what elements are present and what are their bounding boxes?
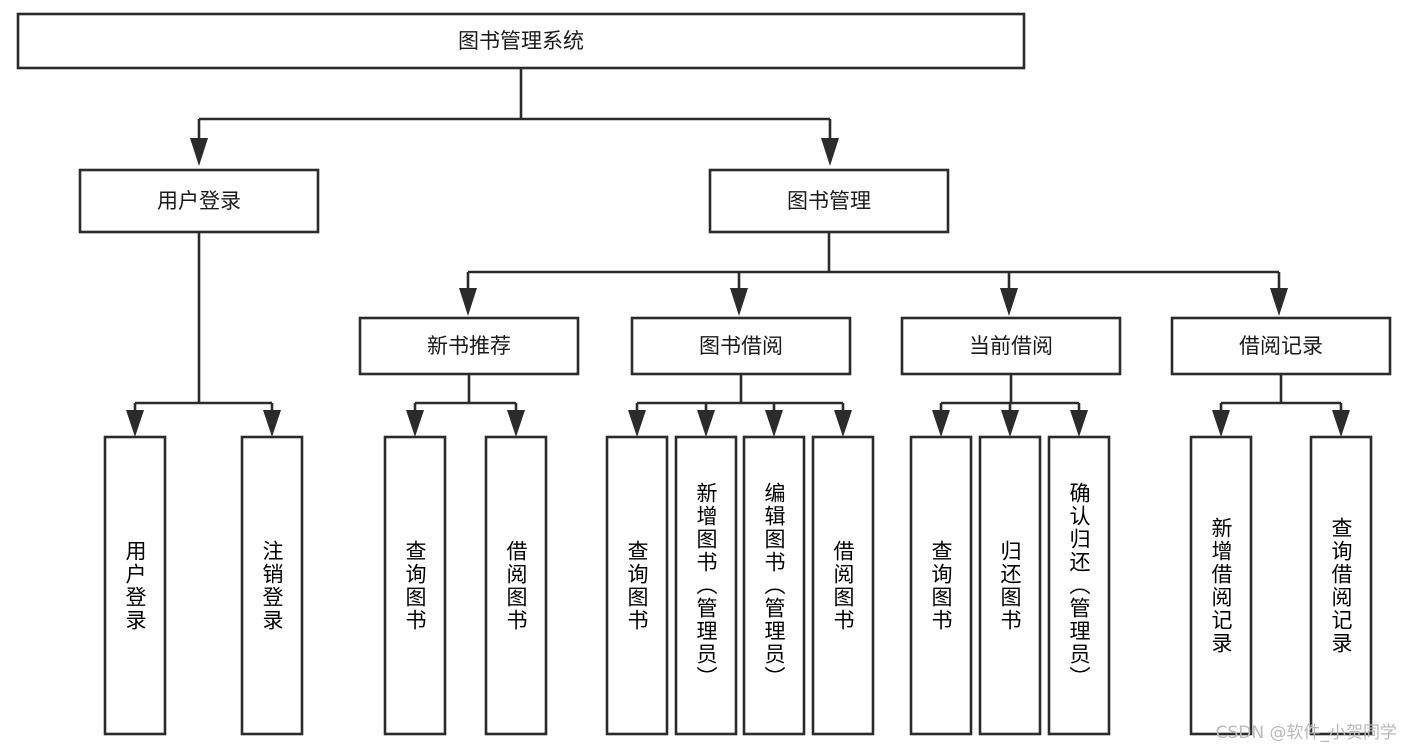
arrow-head-icon: [1070, 410, 1088, 437]
arrow-head-icon: [459, 288, 477, 316]
arrow-head-icon: [697, 410, 715, 437]
node-box-leaf-user-login[interactable]: [103, 435, 167, 736]
leaf-logout-login[interactable]: 注销登录: [240, 435, 304, 736]
node-box-new-book-recommend[interactable]: [358, 316, 580, 376]
leaf-text-wrap: 新增图书（管理员）: [694, 482, 718, 689]
leaf-query-book-1[interactable]: 查询图书: [383, 435, 447, 736]
node-label-book-management: 图书管理: [787, 189, 871, 213]
arrow-head-icon: [821, 138, 839, 166]
leaf-text-wrap: 查询借阅记录: [1329, 516, 1353, 655]
leaf-text-wrap: 借阅图书: [504, 539, 528, 632]
leaf-borrow-book-1[interactable]: 借阅图书: [484, 435, 548, 736]
node-box-leaf-confirm-return[interactable]: [1047, 435, 1111, 736]
arrow-head-icon: [932, 410, 950, 437]
leaf-confirm-return[interactable]: 确认归还（管理员）: [1047, 435, 1111, 736]
node-book-management[interactable]: 图书管理: [708, 168, 950, 234]
leaf-query-book-2[interactable]: 查询图书: [605, 435, 669, 736]
node-current-borrow[interactable]: 当前借阅: [900, 316, 1122, 376]
leaf-label-user-login: 用户登录: [123, 539, 147, 632]
node-user-login[interactable]: 用户登录: [78, 168, 320, 234]
leaf-label-query-book-3: 查询图书: [929, 539, 953, 632]
arrow-head-icon: [1001, 410, 1019, 437]
node-box-user-login[interactable]: [78, 168, 320, 234]
arrow-head-icon: [1270, 288, 1288, 316]
connector-new-book-recommend-to-leaves: [406, 374, 525, 437]
node-label-current-borrow: 当前借阅: [969, 334, 1053, 358]
node-box-leaf-logout-login[interactable]: [240, 435, 304, 736]
leaf-label-query-record: 查询借阅记录: [1329, 516, 1353, 655]
connector-user-login-to-leaves: [126, 232, 281, 437]
leaf-borrow-book-2[interactable]: 借阅图书: [811, 435, 875, 736]
leaf-text-wrap: 借阅图书: [831, 539, 855, 632]
node-label-user-login: 用户登录: [157, 189, 241, 213]
connector-book-borrow-to-leaves: [628, 374, 852, 437]
node-box-leaf-add-book[interactable]: [674, 435, 738, 736]
leaf-text-wrap: 查询图书: [929, 539, 953, 632]
leaf-text-wrap: 查询图书: [403, 539, 427, 632]
leaf-label-edit-book: 编辑图书（管理员）: [762, 482, 786, 689]
node-borrow-record[interactable]: 借阅记录: [1170, 316, 1392, 376]
leaf-label-logout-login: 注销登录: [260, 539, 284, 632]
leaf-label-confirm-return: 确认归还（管理员）: [1067, 482, 1091, 689]
connector-book-management-to-level3: [459, 232, 1288, 316]
node-box-leaf-query-book-1[interactable]: [383, 435, 447, 736]
leaf-add-book[interactable]: 新增图书（管理员）: [674, 435, 738, 736]
leaf-label-borrow-book-1: 借阅图书: [504, 539, 528, 632]
node-box-leaf-borrow-book-2[interactable]: [811, 435, 875, 736]
connector-current-borrow-to-leaves: [932, 374, 1088, 437]
leaf-query-book-3[interactable]: 查询图书: [909, 435, 973, 736]
leaf-edit-book[interactable]: 编辑图书（管理员）: [742, 435, 806, 736]
leaf-text-wrap: 编辑图书（管理员）: [762, 482, 786, 689]
leaf-label-add-book: 新增图书（管理员）: [694, 482, 718, 689]
node-box-leaf-edit-book[interactable]: [742, 435, 806, 736]
node-system-root[interactable]: 图书管理系统: [16, 12, 1026, 70]
node-label-borrow-record: 借阅记录: [1239, 334, 1323, 358]
node-box-current-borrow[interactable]: [900, 316, 1122, 376]
arrow-head-icon: [765, 410, 783, 437]
leaf-text-wrap: 新增借阅记录: [1209, 516, 1233, 655]
arrow-head-icon: [406, 410, 424, 437]
node-book-borrow[interactable]: 图书借阅: [630, 316, 852, 376]
leaf-text-wrap: 归还图书: [998, 539, 1022, 632]
leaf-text-wrap: 用户登录: [123, 539, 147, 632]
node-box-leaf-add-record[interactable]: [1189, 435, 1253, 736]
node-new-book-recommend[interactable]: 新书推荐: [358, 316, 580, 376]
leaf-label-query-book-1: 查询图书: [403, 539, 427, 632]
leaf-text-wrap: 注销登录: [260, 539, 284, 632]
arrow-head-icon: [1212, 410, 1230, 437]
leaf-return-book[interactable]: 归还图书: [978, 435, 1042, 736]
node-box-leaf-query-book-2[interactable]: [605, 435, 669, 736]
leaf-label-query-book-2: 查询图书: [625, 539, 649, 632]
leaf-add-record[interactable]: 新增借阅记录: [1189, 435, 1253, 736]
arrow-head-icon: [628, 410, 646, 437]
arrow-head-icon: [507, 410, 525, 437]
arrow-head-icon: [730, 288, 748, 316]
leaf-label-return-book: 归还图书: [998, 539, 1022, 632]
arrow-head-icon: [263, 410, 281, 437]
leaf-query-record[interactable]: 查询借阅记录: [1309, 435, 1373, 736]
node-box-leaf-borrow-book-1[interactable]: [484, 435, 548, 736]
arrow-head-icon: [126, 410, 144, 437]
arrow-head-icon: [834, 410, 852, 437]
arrow-head-icon: [1000, 288, 1018, 316]
node-box-leaf-return-book[interactable]: [978, 435, 1042, 736]
leaf-text-wrap: 查询图书: [625, 539, 649, 632]
node-box-leaf-query-record[interactable]: [1309, 435, 1373, 736]
leaf-label-borrow-book-2: 借阅图书: [831, 539, 855, 632]
node-label-new-book-recommend: 新书推荐: [427, 334, 511, 358]
arrow-head-icon: [190, 138, 208, 166]
node-box-leaf-query-book-3[interactable]: [909, 435, 973, 736]
node-label-book-borrow: 图书借阅: [699, 334, 783, 358]
connector-borrow-record-to-leaves: [1212, 374, 1350, 437]
leaf-label-add-record: 新增借阅记录: [1209, 516, 1233, 655]
connector-root-to-level2: [190, 68, 839, 166]
arrow-head-icon: [1332, 410, 1350, 437]
leaf-user-login[interactable]: 用户登录: [103, 435, 167, 736]
leaf-text-wrap: 确认归还（管理员）: [1067, 482, 1091, 689]
node-label-system-root: 图书管理系统: [458, 29, 584, 53]
node-box-system-root[interactable]: [16, 12, 1026, 70]
